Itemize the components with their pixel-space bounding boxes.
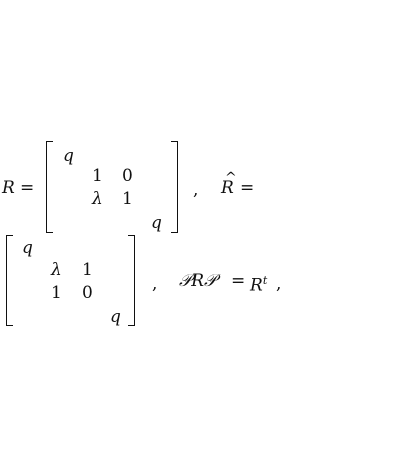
matrix-rhat-cell-1-2: 1 bbox=[82, 260, 93, 280]
matrix-rhat-cell-1-1: λ bbox=[51, 260, 62, 280]
eq2-comma: , bbox=[152, 274, 158, 294]
matrix-r-cell-1-1: 1 bbox=[92, 166, 103, 186]
matrix-r-cell-1-2: 0 bbox=[122, 166, 133, 186]
matrix-r-cell-2-1: λ bbox=[92, 189, 103, 209]
matrix-rhat-cell-2-1: 1 bbox=[51, 283, 62, 303]
matrix-r-corner-top: q bbox=[63, 146, 74, 166]
relation-equals-sign: = bbox=[231, 271, 246, 291]
transpose-r: Rt bbox=[250, 271, 267, 296]
transpose-r-base: R bbox=[250, 275, 263, 296]
r-hat-base: R bbox=[221, 178, 234, 198]
transpose-superscript: t bbox=[262, 274, 268, 287]
lhs-symbol-r: R bbox=[2, 178, 15, 198]
matrix-rhat-cell-2-2: 0 bbox=[82, 283, 93, 303]
matrix-r-cell-2-2: 1 bbox=[122, 189, 133, 209]
permutation-relation-lhs: 𝒫R𝒫 bbox=[179, 271, 217, 291]
matrix-rhat-corner-top: q bbox=[22, 238, 33, 258]
matrix-r-left-bracket bbox=[46, 141, 53, 233]
eq1-comma: , bbox=[193, 180, 199, 200]
matrix-r-right-bracket bbox=[171, 141, 178, 233]
matrix-rhat-corner-bottom: q bbox=[110, 307, 121, 327]
matrix-rhat-right-bracket bbox=[128, 235, 135, 326]
eq1-rhs-equals: = bbox=[240, 178, 255, 198]
matrix-rhat-left-bracket bbox=[6, 235, 13, 326]
relation-comma: , bbox=[276, 274, 282, 294]
equals-sign: = bbox=[20, 178, 35, 198]
hat-accent: ^ bbox=[225, 170, 237, 186]
matrix-r-corner-bottom: q bbox=[151, 213, 162, 233]
